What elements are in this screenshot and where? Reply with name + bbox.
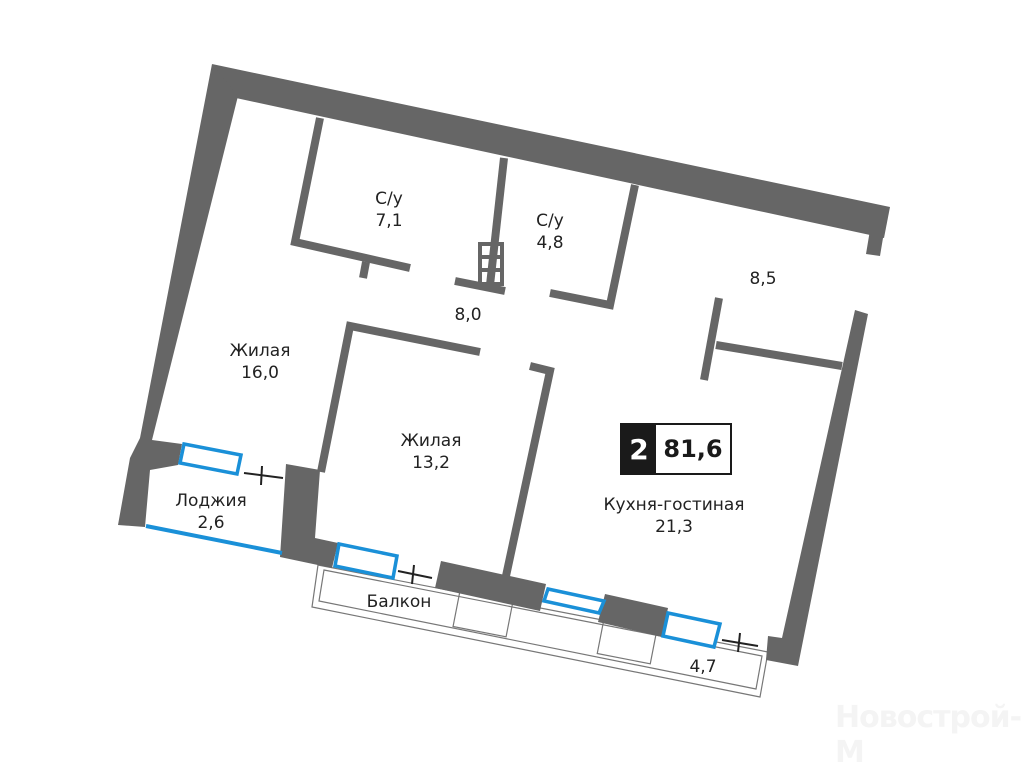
room-kitchen-living: Кухня-гостиная 21,3	[603, 494, 744, 538]
window	[177, 441, 244, 477]
stairs-icon	[478, 242, 504, 286]
room-balcony-name: Балкон	[367, 591, 432, 613]
wall-bath2-left	[486, 157, 508, 286]
room-bathroom-2: С/у 4,8	[536, 210, 564, 254]
door-mark-icon	[243, 465, 759, 653]
room-name: Жилая	[229, 341, 291, 361]
room-area: 16,0	[241, 363, 279, 383]
wall-bottom-center	[435, 561, 546, 611]
window	[660, 610, 723, 650]
window	[332, 541, 400, 581]
apartment-badge: 2 81,6	[620, 423, 732, 475]
wall-bedroom2	[317, 321, 481, 473]
room-name: Лоджия	[175, 491, 247, 511]
room-area: 7,1	[375, 211, 403, 231]
room-area: 21,3	[655, 517, 693, 537]
balcony-outline-inner	[318, 569, 763, 690]
room-bathroom-1: С/у 7,1	[375, 188, 403, 232]
room-area: 2,6	[197, 513, 225, 533]
room-area: 13,2	[412, 453, 450, 473]
room-area: 4,7	[689, 657, 717, 677]
wall-left	[118, 64, 238, 527]
room-name: Жилая	[400, 431, 462, 451]
wall-partition	[715, 341, 843, 370]
wall-pillar	[598, 594, 668, 637]
room-name: С/у	[536, 211, 564, 231]
room-area: 4,8	[536, 233, 564, 253]
room-loggia: Лоджия 2,6	[175, 490, 247, 534]
rooms-count: 2	[622, 425, 656, 473]
wall-top-right-stub	[866, 230, 884, 256]
wall-partition	[700, 297, 723, 381]
loggia-glazing	[145, 524, 283, 555]
wall-right	[766, 310, 868, 666]
wall-stub	[359, 261, 370, 279]
wall-bath1	[290, 117, 411, 272]
total-area: 81,6	[656, 425, 730, 473]
wall-left-pillar	[280, 464, 338, 568]
window	[541, 586, 607, 616]
room-name: Кухня-гостиная	[603, 495, 745, 515]
room-name: С/у	[375, 189, 403, 209]
wall-top	[212, 64, 890, 238]
room-balcony-area: 4,7	[689, 656, 716, 678]
wall-kitchen-left	[502, 362, 555, 577]
room-area: 8,5	[749, 269, 777, 289]
room-name: Балкон	[366, 592, 432, 612]
watermark: Новострой-М	[835, 700, 1022, 770]
room-corridor: 8,0	[454, 304, 481, 326]
room-area: 8,0	[454, 305, 482, 325]
room-bedroom-2: Жилая 13,2	[401, 430, 462, 474]
room-bedroom-1: Жилая 16,0	[230, 340, 291, 384]
wall-bath2-right	[549, 184, 639, 310]
room-hall: 8,5	[749, 268, 776, 290]
